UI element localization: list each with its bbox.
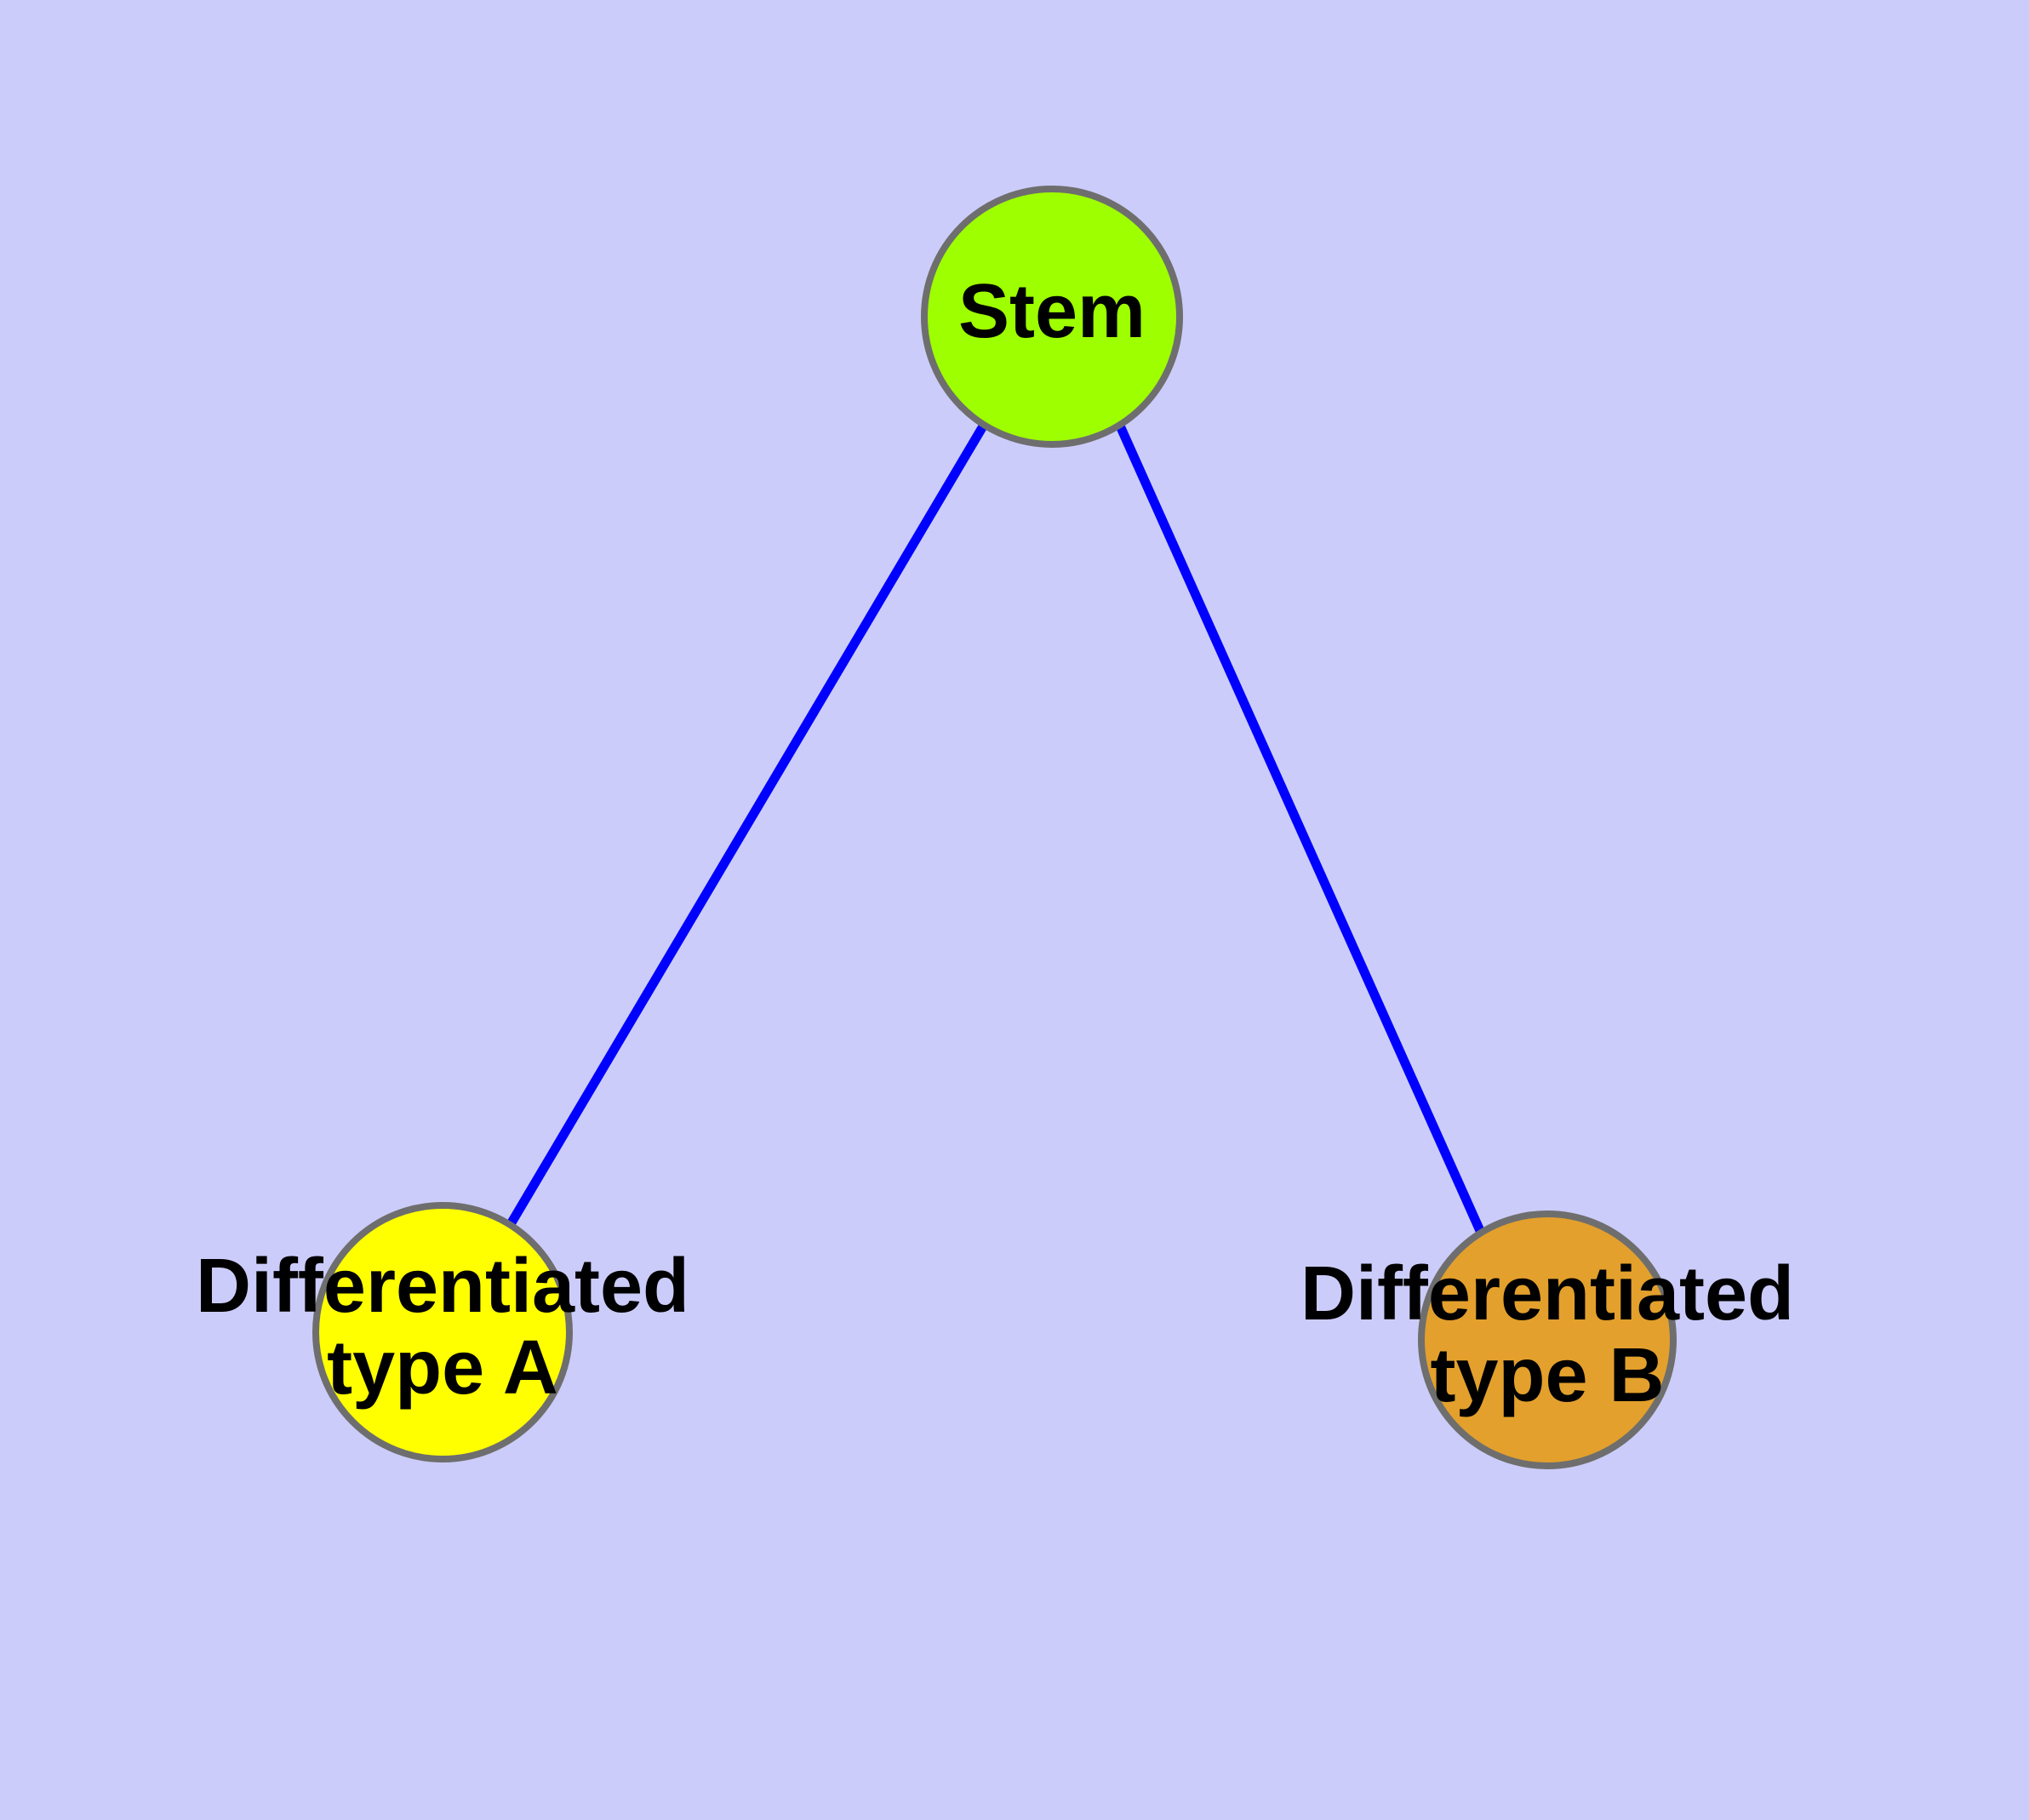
node-circle-diff-b[interactable] — [1418, 1210, 1677, 1469]
edge-stem-to-a[interactable] — [506, 422, 988, 1227]
node-label-line: Stem — [958, 269, 1146, 354]
node-label-line: Differentiated — [196, 1244, 689, 1329]
edge-stem-to-b[interactable] — [1114, 421, 1486, 1235]
node-label-line: Differentiated — [1300, 1251, 1794, 1336]
node-label-stem: Stem — [958, 269, 1146, 354]
node-circle-stem[interactable] — [921, 186, 1183, 448]
edges-layer — [506, 421, 1486, 1235]
node-label-line: type A — [327, 1325, 558, 1411]
node-label-line: type B — [1430, 1333, 1664, 1418]
node-circle-diff-a[interactable] — [312, 1202, 573, 1462]
nodes-layer — [312, 186, 1677, 1469]
